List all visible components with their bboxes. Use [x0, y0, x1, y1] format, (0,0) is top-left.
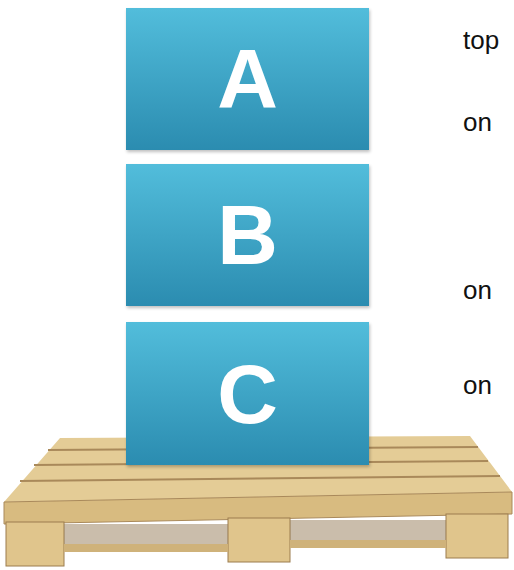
box-letter: A: [217, 37, 278, 121]
pallet-bottom-board: [290, 540, 446, 548]
stack-box: C: [126, 322, 369, 465]
pallet-bottom-board: [64, 544, 228, 552]
side-note: on: [463, 372, 492, 398]
pallet-shadow: [290, 520, 446, 540]
stack-box: B: [126, 164, 369, 306]
stack-box: A: [126, 8, 369, 150]
side-note: on: [463, 109, 492, 135]
box-letter: C: [217, 352, 278, 436]
box-letter: B: [217, 193, 278, 277]
side-note: top: [463, 27, 499, 53]
pallet-block: [228, 518, 290, 562]
pallet-block: [6, 522, 64, 566]
pallet-block: [446, 514, 508, 558]
pallet-shadow: [64, 524, 228, 544]
side-note: on: [463, 277, 492, 303]
